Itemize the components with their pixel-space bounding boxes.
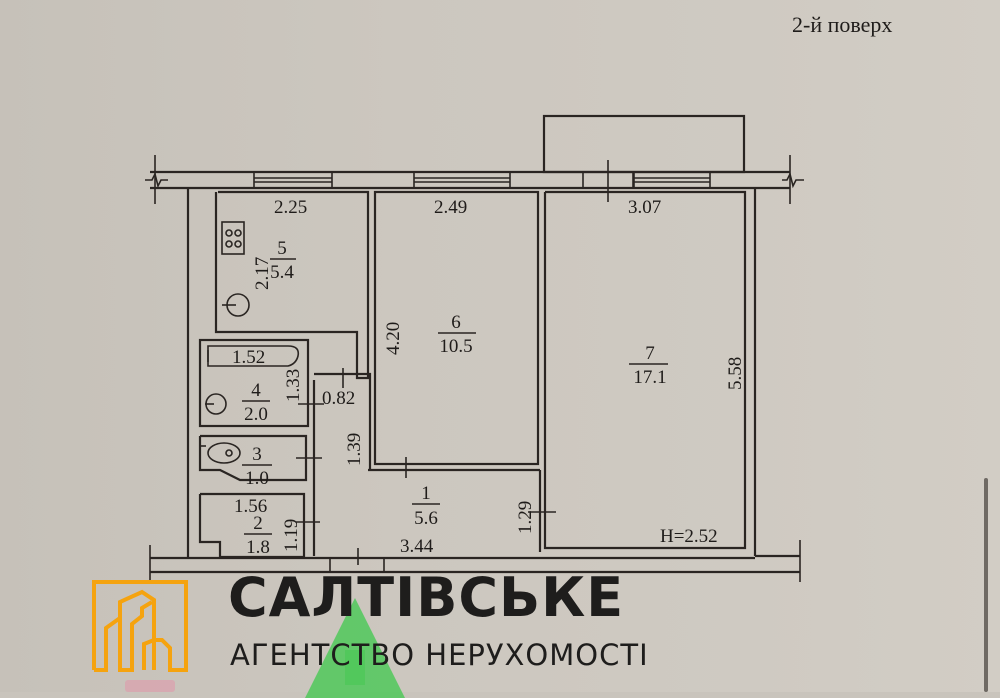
svg-text:7: 7 xyxy=(645,343,655,364)
dim-room7-depth: 5.58 xyxy=(725,357,746,390)
toilet-icon xyxy=(207,442,241,464)
svg-text:6: 6 xyxy=(451,312,461,333)
svg-text:17.1: 17.1 xyxy=(633,367,666,388)
dim-bath-depth: 1.33 xyxy=(283,369,304,402)
dim-corridor-width: 0.82 xyxy=(322,388,355,409)
floor-label: 2-й поверх xyxy=(792,12,893,37)
dim-corridor-depth: 1.39 xyxy=(344,433,365,466)
entrance-door xyxy=(329,557,385,573)
svg-text:1.8: 1.8 xyxy=(246,537,270,558)
dim-bath-width: 1.52 xyxy=(232,347,265,368)
dim-hall-width: 3.44 xyxy=(400,536,434,557)
dim-storage-depth: 1.19 xyxy=(281,519,302,552)
agency-subtitle: АГЕНТСТВО НЕРУХОМОСТІ xyxy=(230,638,649,672)
dim-room7-width: 3.07 xyxy=(628,197,661,218)
svg-text:1: 1 xyxy=(421,483,431,504)
svg-text:3: 3 xyxy=(252,444,262,465)
dim-kitchen-depth: 2.17 xyxy=(252,257,273,290)
svg-text:10.5: 10.5 xyxy=(439,336,472,357)
page-edge-line xyxy=(984,478,988,692)
dim-kitchen-width: 2.25 xyxy=(274,197,307,218)
dim-storage-width: 1.56 xyxy=(234,496,267,517)
dim-room6-width: 2.49 xyxy=(434,197,467,218)
bathtub-icon xyxy=(207,345,300,367)
svg-text:5.4: 5.4 xyxy=(270,262,294,283)
pink-stamp xyxy=(125,680,175,692)
svg-text:4: 4 xyxy=(251,380,261,401)
room-7 xyxy=(543,190,747,550)
tree-trunk xyxy=(345,650,365,685)
room-4 xyxy=(198,338,310,428)
window-kitchen xyxy=(253,171,333,189)
window-room7 xyxy=(633,171,711,189)
balcony xyxy=(542,114,746,174)
room-3 xyxy=(198,434,308,482)
room-2 xyxy=(198,492,306,559)
svg-text:1.0: 1.0 xyxy=(245,468,269,489)
svg-text:2: 2 xyxy=(253,513,263,534)
agency-logo-icon xyxy=(92,580,188,672)
window-room6 xyxy=(413,171,511,189)
room-6 xyxy=(373,190,540,466)
dim-room6-depth: 4.20 xyxy=(383,322,404,355)
svg-text:5: 5 xyxy=(277,238,287,259)
stove-icon xyxy=(221,221,245,255)
dim-hall-depth: 1.29 xyxy=(515,501,536,534)
agency-name: САЛТІВСЬКЕ xyxy=(228,566,625,629)
svg-text:5.6: 5.6 xyxy=(414,508,438,529)
ceiling-height: H=2.52 xyxy=(660,526,718,547)
svg-text:2.0: 2.0 xyxy=(244,404,268,425)
